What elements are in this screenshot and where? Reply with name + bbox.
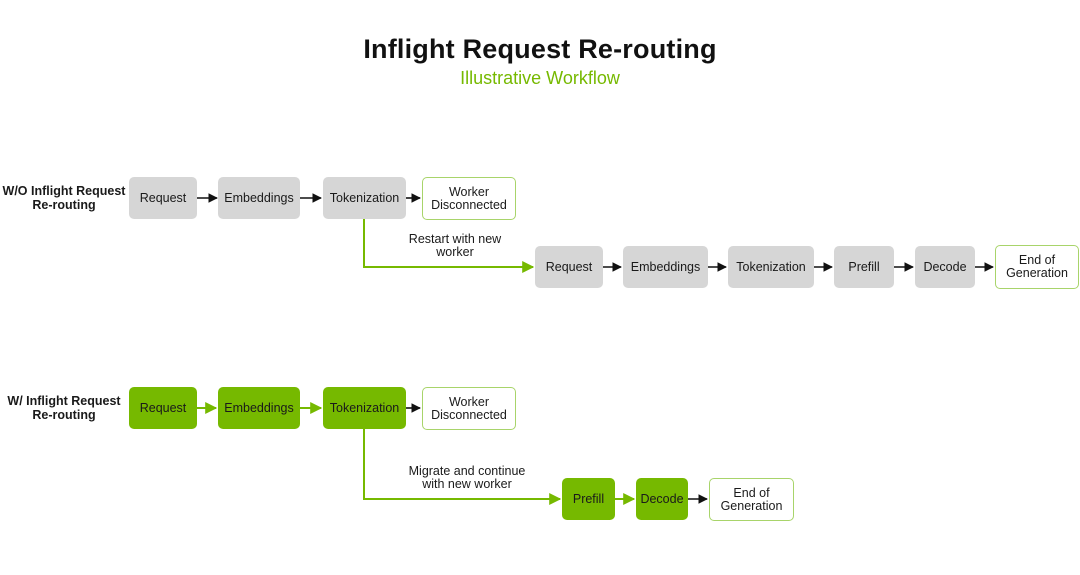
node-embeddings: Embeddings	[218, 177, 300, 219]
diagram-subtitle: Illustrative Workflow	[460, 68, 620, 88]
node-embeddings: Embeddings	[623, 246, 708, 288]
row-label-with: W/ Inflight Request Re-routing	[7, 394, 121, 422]
node-request: Request	[129, 387, 197, 429]
node-tokenization: Tokenization	[323, 177, 406, 219]
node-worker-disconnected: Worker Disconnected	[422, 177, 516, 220]
node-request: Request	[129, 177, 197, 219]
arrow-r2-migrate-path	[363, 429, 562, 505]
arrow-r1-restart-path	[363, 219, 535, 273]
node-tokenization: Tokenization	[728, 246, 814, 288]
diagram-title: Inflight Request Re-routing	[363, 34, 717, 64]
node-request: Request	[535, 246, 603, 288]
node-prefill: Prefill	[562, 478, 615, 520]
node-embeddings: Embeddings	[218, 387, 300, 429]
node-end-of-generation: End of Generation	[995, 245, 1079, 289]
node-tokenization: Tokenization	[323, 387, 406, 429]
migrate-note: Migrate and continue with new worker	[408, 464, 526, 491]
node-decode: Decode	[915, 246, 975, 288]
node-prefill: Prefill	[834, 246, 894, 288]
node-decode: Decode	[636, 478, 688, 520]
row-label-without: W/O Inflight Request Re-routing	[2, 184, 126, 212]
node-worker-disconnected: Worker Disconnected	[422, 387, 516, 430]
node-end-of-generation: End of Generation	[709, 478, 794, 521]
restart-note: Restart with new worker	[408, 232, 502, 259]
